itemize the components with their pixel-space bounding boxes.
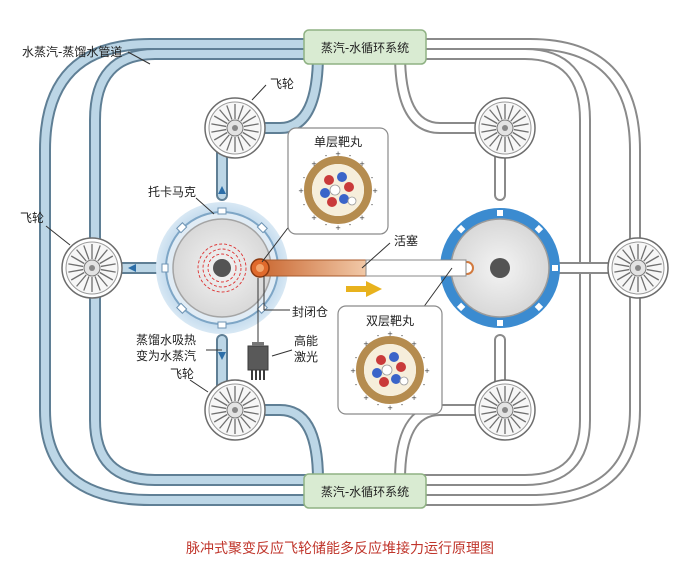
steam-water-system-bottom: 蒸汽-水循环系统 (303, 473, 427, 509)
pipe-label: 水蒸汽-蒸馏水管道 (22, 44, 122, 59)
flow-arrow-up (218, 186, 226, 194)
flow-arrow-left (128, 264, 136, 272)
steam-box-top-label: 蒸汽-水循环系统 (321, 40, 409, 55)
flywheel-icon (474, 379, 536, 441)
sealed-chamber-label: 封闭仓 (292, 305, 328, 319)
single-target-box: 单层靶丸 (287, 127, 389, 234)
diagram-caption: 脉冲式聚变反应飞轮储能多反应堆接力运行原理图 (186, 540, 494, 557)
absorb-label-line2: 变为水蒸汽 (136, 348, 196, 363)
steam-water-system-top: 蒸汽-水循环系统 (303, 29, 427, 65)
laser-label-line1: 高能 (294, 333, 318, 348)
flywheel-icon (607, 237, 669, 299)
flywheel-bottom-label: 飞轮 (170, 367, 194, 381)
flywheel-icon (61, 237, 123, 299)
arrow-right-icon (346, 281, 382, 297)
tokamak-label: 托卡马克 (148, 185, 196, 199)
double-target-label: 双层靶丸 (366, 314, 414, 328)
double-target-box: 双层靶丸 (337, 305, 443, 414)
tokamak-left (156, 202, 288, 334)
flywheel-icon (204, 379, 266, 441)
laser-icon (247, 342, 269, 380)
steam-box-bottom-label: 蒸汽-水循环系统 (321, 484, 409, 499)
flywheel-icon (474, 97, 536, 159)
flywheel-icon (204, 97, 266, 159)
absorb-label-line1: 蒸馏水吸热 (136, 333, 196, 347)
laser-label-line2: 激光 (294, 350, 318, 364)
piston-label: 活塞 (394, 233, 418, 248)
piston (250, 258, 467, 278)
tokamak-right (440, 208, 560, 328)
flywheel-left-label: 飞轮 (20, 211, 44, 225)
single-target-label: 单层靶丸 (314, 135, 362, 149)
flow-arrow-down (218, 352, 226, 360)
flywheel-top-label: 飞轮 (270, 77, 294, 91)
